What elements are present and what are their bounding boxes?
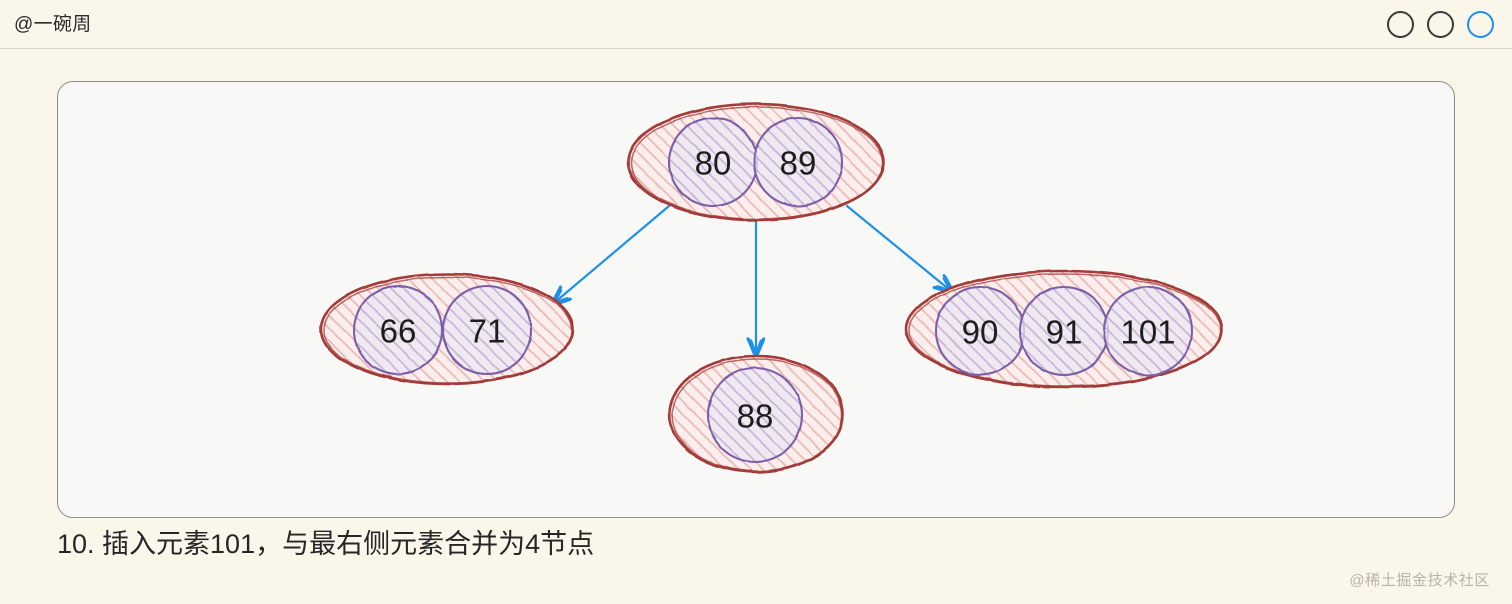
tree-node-root[interactable]: 80 89 (626, 102, 886, 222)
tree-key-label-88: 88 (737, 398, 774, 435)
tree-key-label-91: 91 (1046, 314, 1083, 351)
window-titlebar: @一碗周 (0, 0, 1512, 49)
tree-node-middle-ellipse-overdraw (671, 358, 843, 472)
circle-control-1-icon[interactable] (1387, 10, 1414, 38)
tree-node-middle[interactable]: 88 (667, 354, 845, 474)
watermark: @稀土掘金技术社区 (1349, 572, 1490, 589)
circle-control-2-icon[interactable] (1427, 10, 1454, 38)
circle-control-3-icon[interactable] (1467, 10, 1494, 38)
diagram-caption: 10. 插入元素101，与最右侧元素合并为4节点 (57, 529, 595, 559)
tree-key-label-89: 89 (780, 145, 817, 182)
edge-root-to-right (845, 204, 951, 291)
tree-key-label-101: 101 (1120, 314, 1175, 351)
tree-key-circle-101 (1102, 285, 1194, 377)
tree-diagram: 80 89 66 71 88 90 91 (319, 102, 1224, 474)
tree-node-right-ellipse-overdraw (908, 273, 1222, 387)
tree-key-circle-88 (706, 366, 804, 464)
tree-key-label-80: 80 (695, 145, 732, 182)
tree-key-label-90: 90 (962, 314, 999, 351)
window-controls (1387, 10, 1494, 38)
tree-edges (554, 204, 951, 354)
tree-node-left[interactable]: 66 71 (319, 272, 575, 386)
tree-node-right[interactable]: 90 91 101 (904, 269, 1224, 389)
tree-node-left-ellipse-overdraw (323, 276, 573, 384)
tree-key-label-66: 66 (380, 313, 417, 350)
tree-key-circle-71 (441, 284, 533, 376)
tree-key-label-71: 71 (469, 313, 506, 350)
edge-root-to-left (554, 204, 671, 303)
tree-key-circle-89 (752, 116, 844, 208)
tree-node-root-ellipse-overdraw (630, 106, 884, 220)
diagram-canvas: 80 89 66 71 88 90 91 (57, 81, 1455, 518)
window-title: @一碗周 (14, 13, 92, 35)
